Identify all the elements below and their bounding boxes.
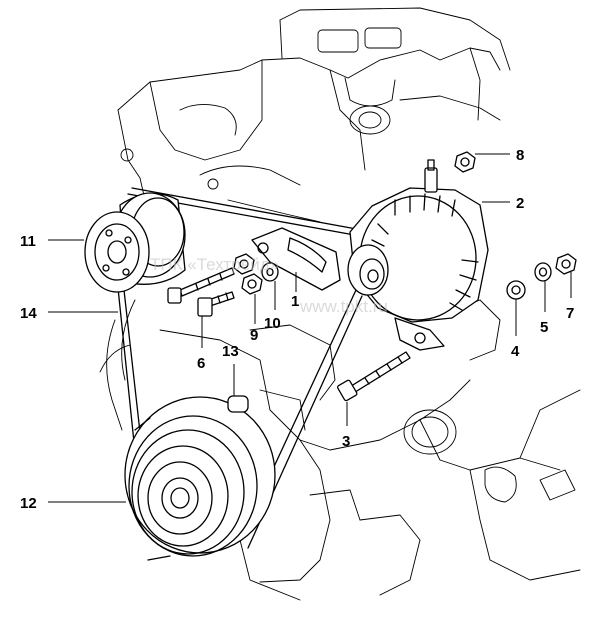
adjusting-bracket: [251, 227, 341, 291]
callout-12: 12: [20, 495, 37, 512]
leader-lines: [48, 153, 572, 503]
watermark-line2: www.tpkt.ru: [299, 297, 388, 316]
callout-7: 7: [566, 305, 574, 322]
callout-13: 13: [222, 343, 239, 360]
watermark: ТПК «Техтрейд» www.tpkt.ru: [150, 255, 388, 316]
callout-10: 10: [264, 315, 281, 332]
callout-1: 1: [291, 293, 299, 310]
callout-4: 4: [511, 343, 520, 360]
water-pump-pulley: [84, 192, 186, 293]
callout-6: 6: [197, 355, 205, 372]
callout-3: 3: [342, 433, 350, 450]
callout-8: 8: [516, 147, 524, 164]
alternator: [347, 159, 489, 351]
callout-labels: 1 2 3 4 5 6 7 8 9 10 11 12 13 14: [20, 147, 574, 512]
callout-11: 11: [20, 233, 36, 250]
callout-9: 9: [250, 327, 258, 344]
callout-2: 2: [516, 195, 524, 212]
watermark-line1: ТПК «Техтрейд»: [150, 255, 279, 274]
callout-14: 14: [20, 305, 37, 322]
crankshaft-pulley: [124, 396, 276, 561]
callout-5: 5: [540, 319, 548, 336]
fasteners: [167, 151, 577, 413]
